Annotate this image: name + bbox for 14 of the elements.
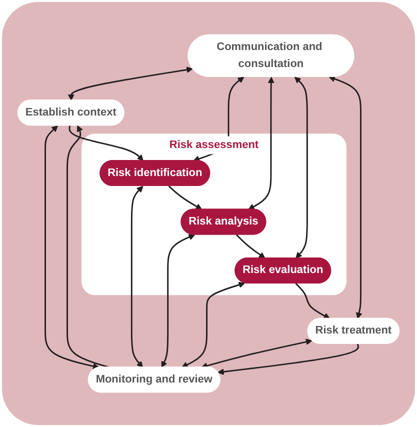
arrow [236,234,266,258]
arrow [294,76,308,258]
arrow [182,282,245,368]
arrow [201,338,312,369]
arrow [168,186,202,210]
arrow [248,76,274,210]
arrow [68,126,144,162]
arrow [130,186,144,368]
arrow [68,66,193,101]
arrow [44,126,100,370]
arrow [161,234,195,368]
arrow [66,125,110,368]
arrow [328,76,362,319]
arrow [295,282,330,319]
